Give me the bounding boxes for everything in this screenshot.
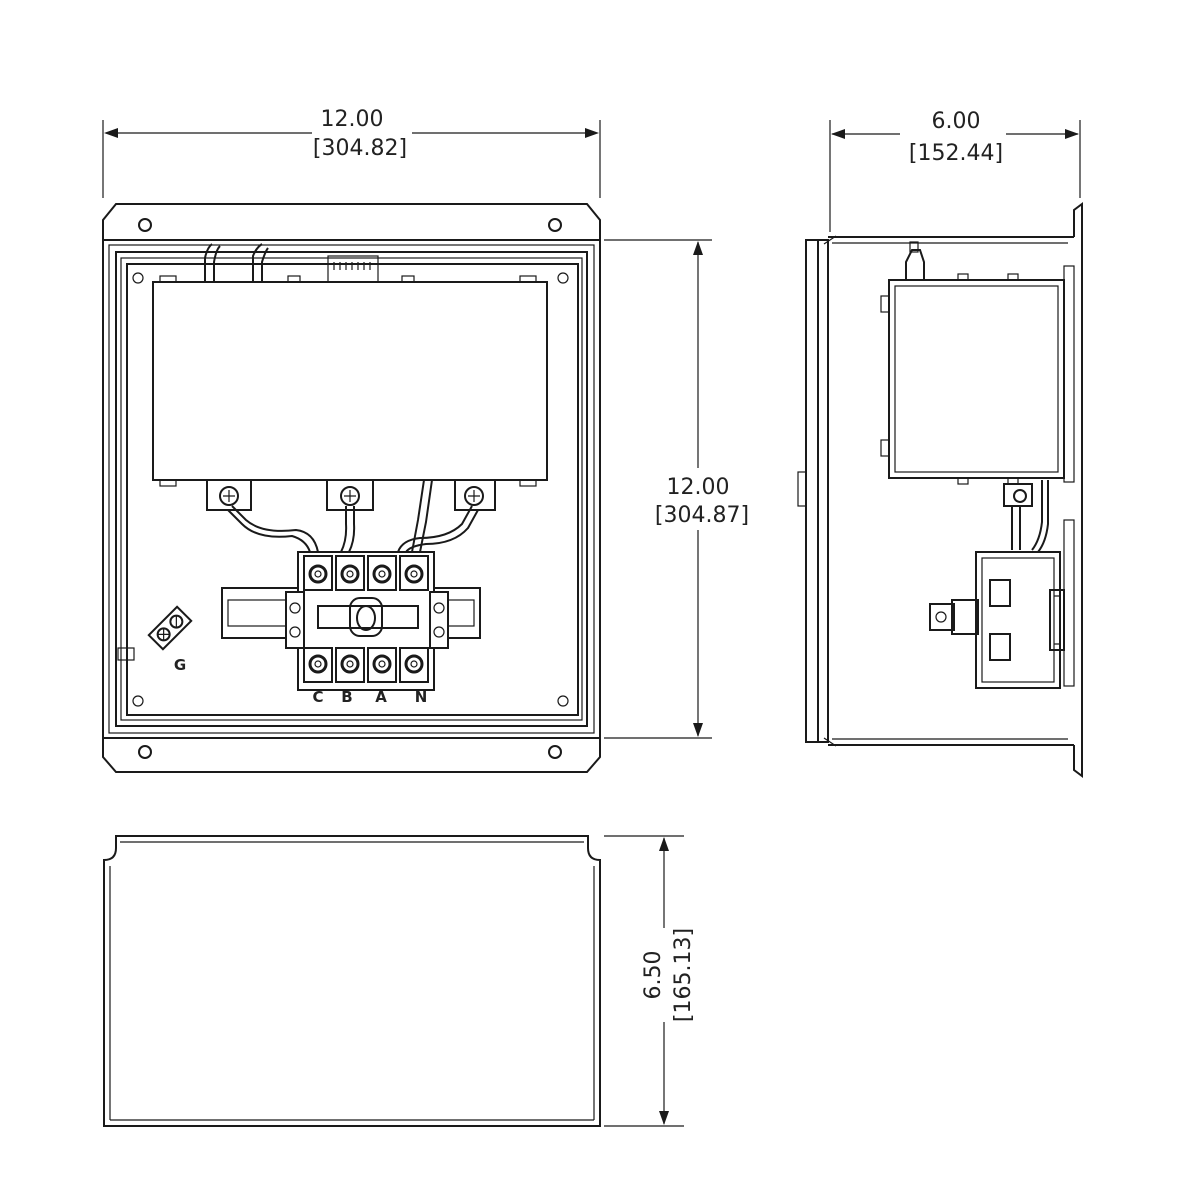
wire	[340, 506, 356, 553]
side-depth-inches: 6.00	[932, 109, 981, 134]
terminal-label-c: C	[312, 688, 323, 706]
front-width-mm: [304.82]	[313, 136, 407, 161]
wire	[227, 505, 319, 553]
side-latch	[797, 471, 807, 507]
terminal-label-a: A	[375, 688, 387, 706]
mounting-hole-icon	[138, 218, 152, 232]
transformer-terminal-tab	[326, 479, 374, 511]
bottom-panel	[103, 835, 601, 1127]
terminal-screw-icon	[340, 564, 360, 584]
terminal-screw-icon	[404, 564, 424, 584]
wire	[1011, 480, 1049, 553]
mounting-hole-icon	[138, 745, 152, 759]
ground-lug	[147, 605, 193, 651]
door-gasket	[115, 251, 588, 727]
terminal-screw-icon	[404, 654, 424, 674]
dimension-side-depth: 6.00 [152.44]	[829, 109, 1081, 232]
front-height-inches: 12.00	[667, 475, 730, 500]
screw-icon	[464, 486, 484, 506]
dimension-front-height: 12.00 [304.87]	[604, 239, 749, 739]
terminal-screw-icon	[308, 564, 328, 584]
side-handle	[951, 599, 979, 635]
front-height-mm: [304.87]	[655, 503, 749, 528]
side-door	[805, 239, 819, 743]
screw-icon	[156, 627, 171, 642]
front-view: C B A N G	[102, 203, 601, 773]
ground-label: G	[174, 656, 186, 674]
bottom-height-mm: [165.13]	[671, 928, 696, 1022]
terminal-label-b: B	[341, 688, 352, 706]
side-transformer	[888, 279, 1065, 479]
transformer-terminal-tab	[454, 479, 496, 511]
wire	[397, 505, 479, 553]
screw-icon	[340, 486, 360, 506]
mounting-hole-icon	[548, 745, 562, 759]
terminal-screw-icon	[308, 654, 328, 674]
wire	[411, 479, 433, 553]
screw-icon	[169, 614, 184, 629]
dimension-bottom-height: 6.50 [165.13]	[604, 835, 696, 1127]
terminal-screw-icon	[372, 654, 392, 674]
rotary-handle	[349, 597, 383, 637]
bottom-view	[103, 835, 601, 1127]
terminal-screw-icon	[372, 564, 392, 584]
front-width-inches: 12.00	[321, 107, 384, 132]
terminal-label-n: N	[415, 688, 428, 706]
door-latch	[117, 647, 135, 661]
side-body	[828, 236, 1074, 746]
dimension-front-width: 12.00 [304.82]	[102, 107, 601, 198]
side-depth-mm: [152.44]	[909, 141, 1003, 166]
screw-icon	[219, 486, 239, 506]
bottom-height-inches: 6.50	[641, 951, 666, 1000]
enclosure-body	[102, 239, 601, 739]
side-flange	[1073, 202, 1083, 778]
mounting-hole-icon	[548, 218, 562, 232]
terminal-screw-icon	[340, 654, 360, 674]
screw-icon	[1013, 489, 1027, 503]
side-view	[797, 202, 1083, 778]
side-disconnect-switch	[975, 551, 1061, 689]
transformer-module	[152, 281, 548, 481]
